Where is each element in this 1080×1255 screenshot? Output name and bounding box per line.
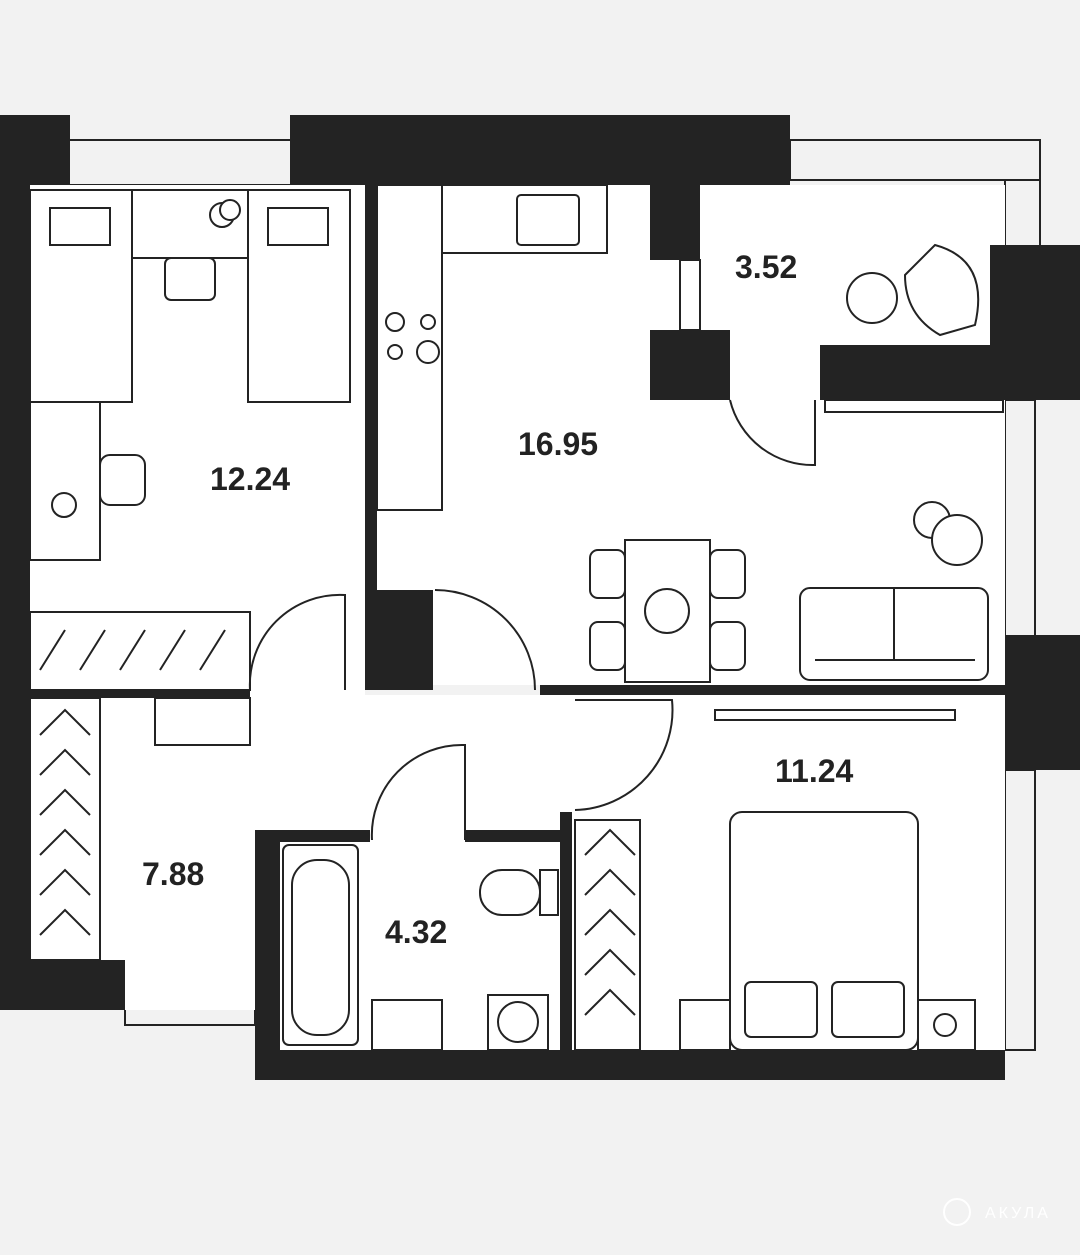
room-area-label: 16.95	[518, 426, 598, 462]
furniture-bathroom	[282, 743, 559, 1051]
watermark-logo: АКУЛА	[943, 1198, 1051, 1226]
walls	[0, 115, 1080, 1080]
furniture-kitchen-living	[376, 184, 1004, 691]
room-area-label: 3.52	[735, 249, 797, 285]
room-area-label: 12.24	[210, 461, 290, 497]
room-area-label: 4.32	[385, 914, 447, 950]
furniture-bedroom	[574, 699, 976, 1051]
furniture-hallway	[29, 697, 251, 961]
room-area-label: 11.24	[775, 753, 854, 789]
furniture-balcony	[679, 243, 980, 337]
svg-text:АКУЛА: АКУЛА	[985, 1205, 1051, 1222]
furniture-children-room	[29, 189, 351, 691]
room-area-label: 7.88	[142, 856, 204, 892]
